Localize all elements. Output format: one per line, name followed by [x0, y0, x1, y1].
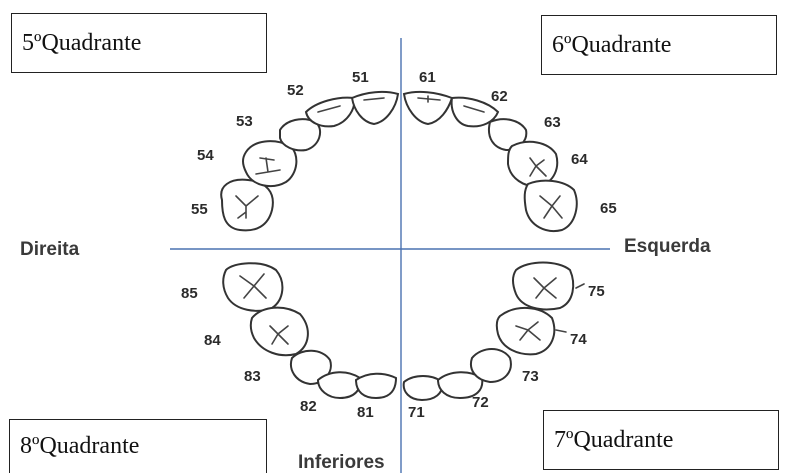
tooth-number-81: 81: [357, 404, 374, 421]
tooth-number-71: 71: [408, 404, 425, 421]
tooth-55: [220, 178, 274, 232]
tooth-72: [436, 371, 484, 400]
left-side-label: Esquerda: [624, 236, 711, 257]
right-side-label: Direita: [20, 239, 80, 260]
tooth-84: [249, 306, 309, 357]
quadrant-8-box: 8ºQuadrante: [9, 419, 267, 473]
lower-arch-label: Inferiores: [298, 452, 385, 473]
tooth-number-84: 84: [204, 332, 221, 349]
tooth-number-64: 64: [571, 151, 588, 168]
leader-line-74: [555, 329, 567, 333]
tooth-number-83: 83: [244, 368, 261, 385]
tooth-53: [279, 118, 322, 152]
tooth-75: [512, 261, 575, 311]
tooth-85: [222, 262, 284, 312]
tooth-64: [506, 140, 559, 188]
tooth-number-61: 61: [419, 69, 436, 86]
quadrant-5-label: 5ºQuadrante: [22, 29, 142, 56]
tooth-54: [242, 140, 298, 188]
leader-line-75: [575, 283, 585, 289]
tooth-number-51: 51: [352, 69, 369, 86]
quadrant-8-label: 8ºQuadrante: [20, 433, 140, 459]
tooth-81: [354, 372, 398, 400]
tooth-number-75: 75: [588, 283, 605, 300]
tooth-65: [523, 179, 578, 232]
tooth-71: [402, 375, 444, 402]
tooth-number-74: 74: [570, 331, 587, 348]
tooth-number-63: 63: [544, 114, 561, 131]
tooth-62: [450, 96, 500, 128]
tooth-number-52: 52: [287, 82, 304, 99]
quadrant-6-box: 6ºQuadrante: [541, 15, 777, 75]
tooth-number-85: 85: [181, 285, 198, 302]
quadrant-5-box: 5ºQuadrante: [11, 13, 267, 73]
tooth-61: [402, 90, 454, 126]
tooth-number-62: 62: [491, 88, 508, 105]
tooth-number-54: 54: [197, 147, 214, 164]
tooth-82: [316, 371, 362, 400]
tooth-52: [304, 96, 356, 128]
tooth-number-65: 65: [600, 200, 617, 217]
quadrant-7-label: 7ºQuadrante: [554, 426, 674, 453]
tooth-51: [350, 90, 400, 126]
quadrant-7-box: 7ºQuadrante: [543, 410, 779, 470]
tooth-73: [470, 348, 512, 384]
tooth-number-72: 72: [472, 394, 489, 411]
tooth-number-55: 55: [191, 201, 208, 218]
tooth-number-73: 73: [522, 368, 539, 385]
tooth-number-53: 53: [236, 113, 253, 130]
quadrant-6-label: 6ºQuadrante: [552, 31, 672, 58]
tooth-number-82: 82: [300, 398, 317, 415]
tooth-74: [495, 307, 556, 356]
